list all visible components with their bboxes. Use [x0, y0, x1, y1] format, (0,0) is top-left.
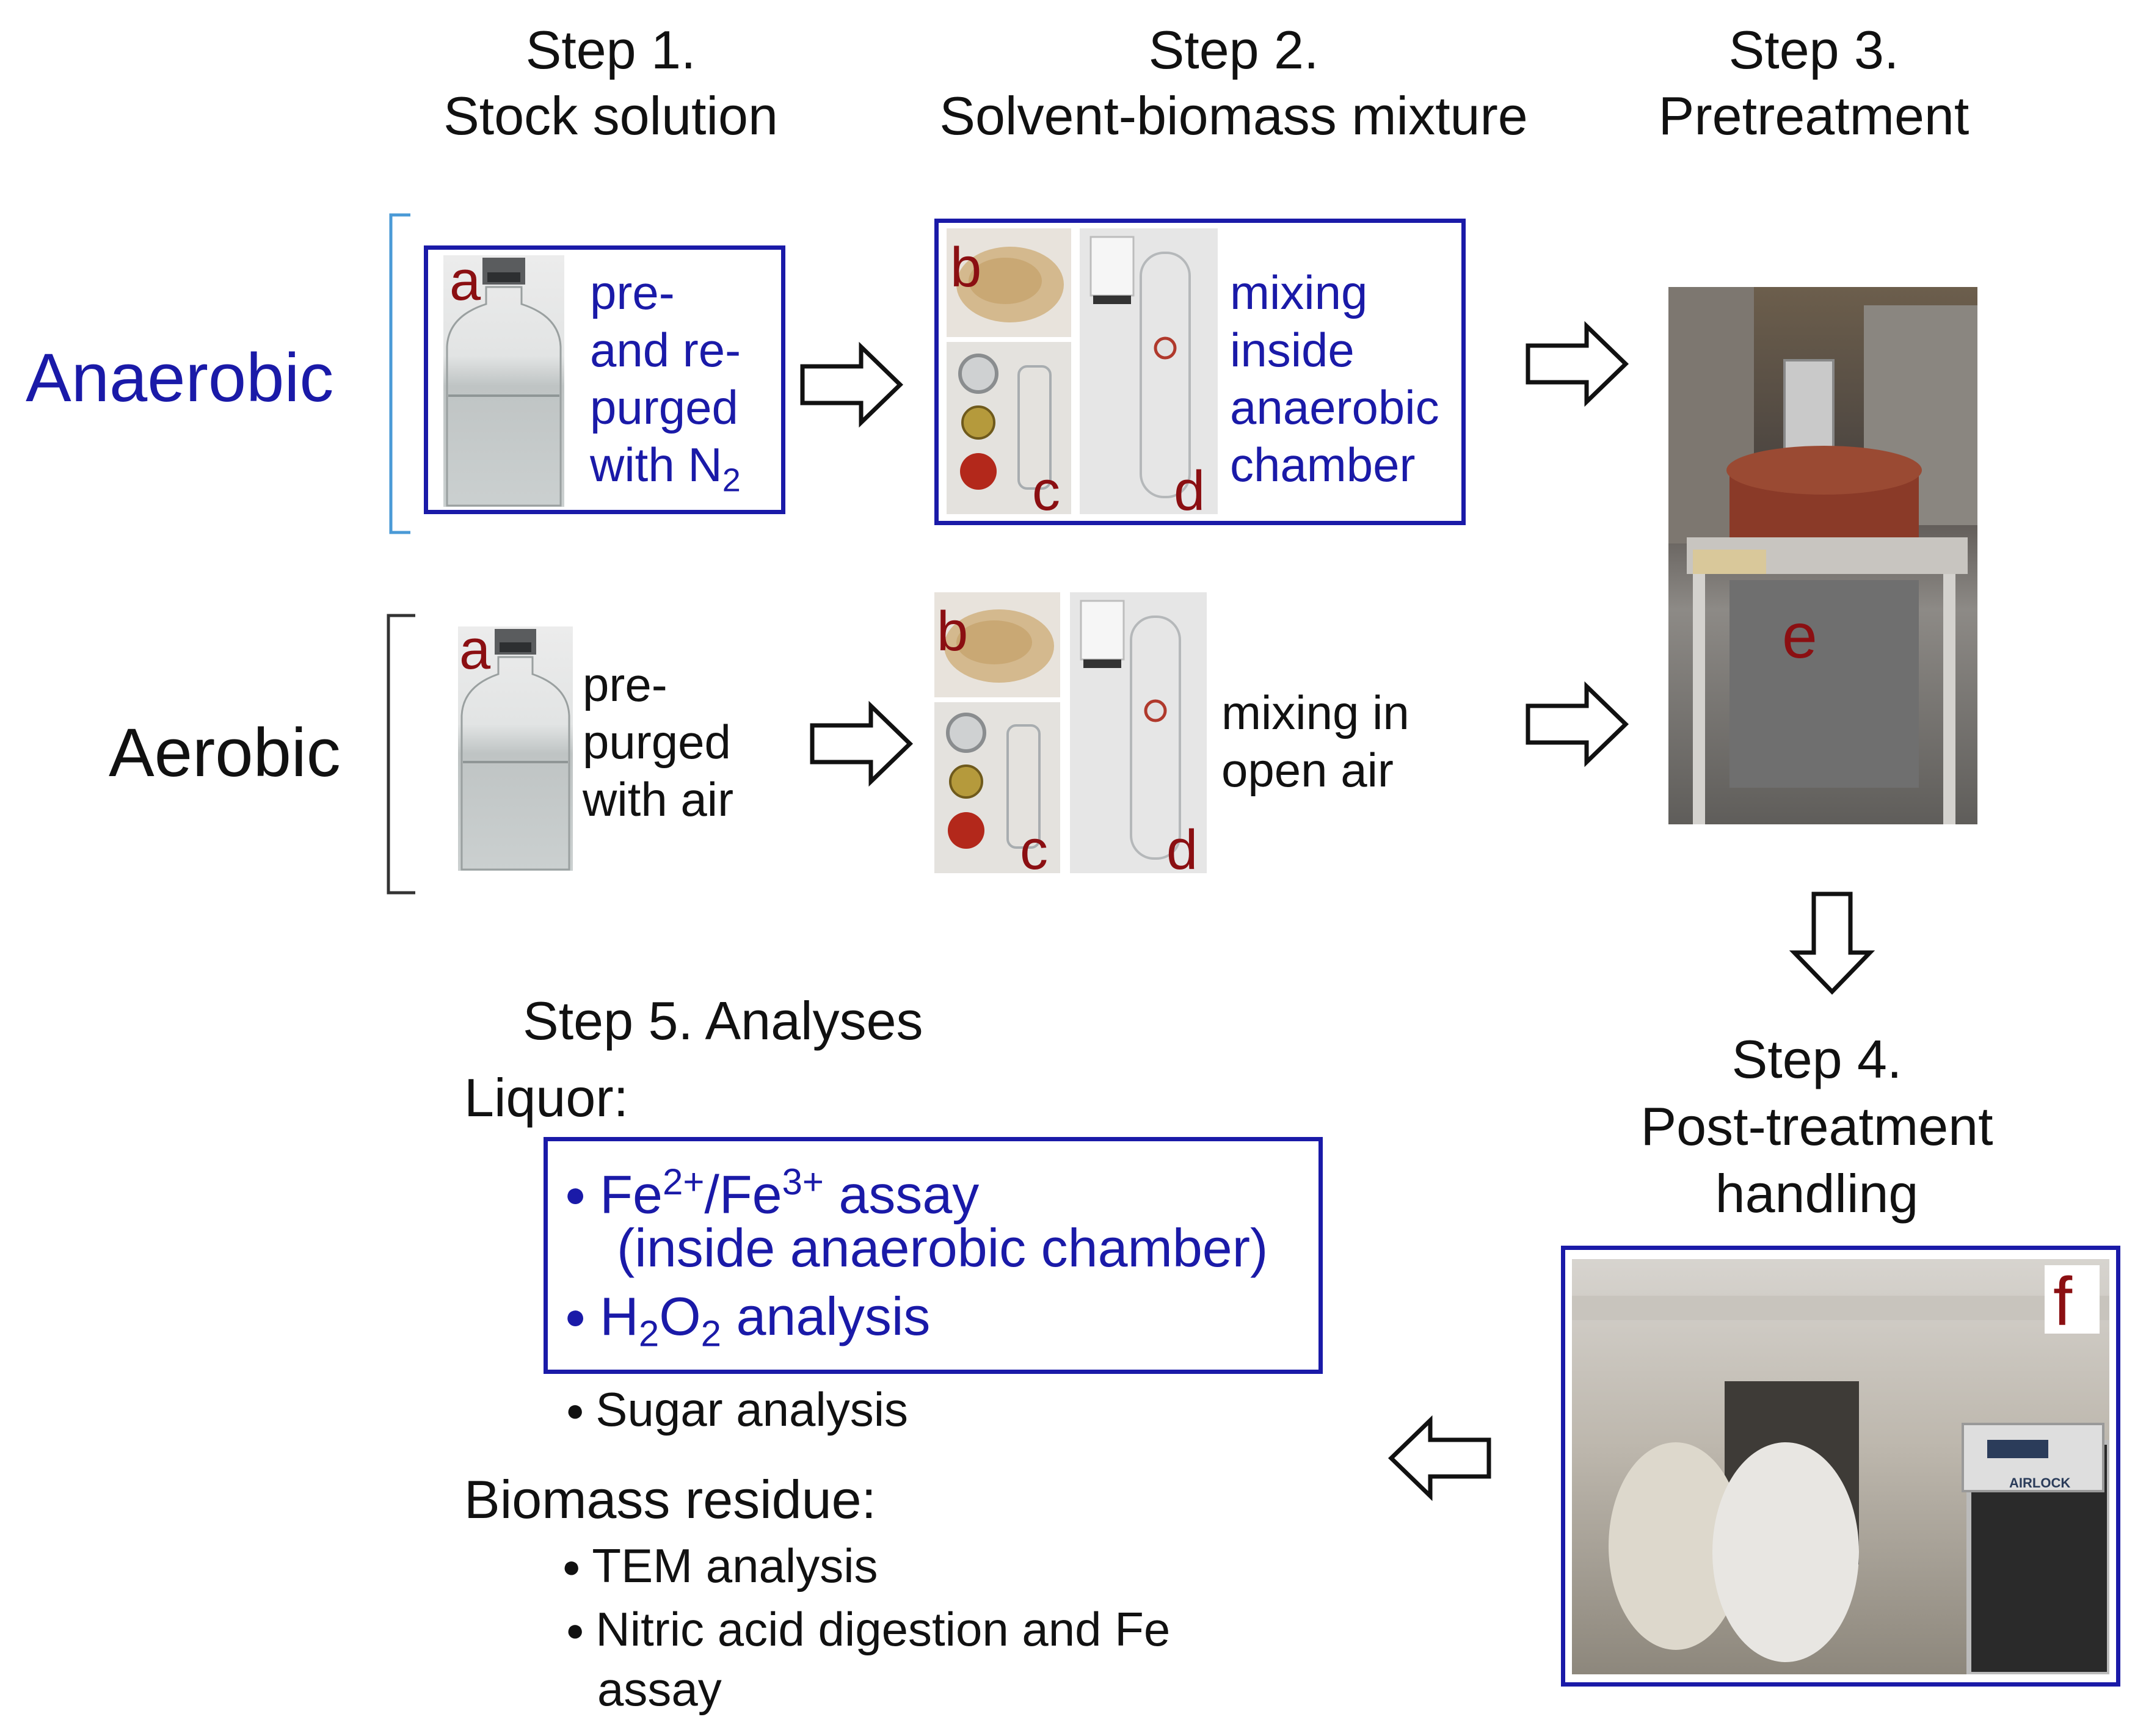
anaerobic-stock-note: pre- and re- purged with N2 [590, 266, 741, 499]
h2o2-analysis-item: ●H2O2 analysis [564, 1286, 931, 1354]
step4-subtitle-1: Post-treatment [1640, 1096, 1993, 1157]
sugar-analysis-item: ●Sugar analysis [566, 1382, 909, 1436]
fe-assay-item: ●Fe2+/Fe3+ assay [564, 1161, 980, 1225]
arrow-right-step1-to-step2-aerobic [810, 700, 914, 787]
tube-photo-aerobic [1070, 592, 1207, 873]
tem-analysis-item: ●TEM analysis [562, 1539, 878, 1593]
photo-label-a-aerobic: a [459, 619, 491, 681]
vial-parts-photo-anaerobic [947, 342, 1071, 514]
photo-label-e: e [1782, 601, 1817, 672]
aerobic-mix-note: mixing in open air [1221, 686, 1409, 797]
biomass-photo-aerobic [934, 592, 1060, 697]
anaerobic-label: Anaerobic [26, 340, 334, 416]
photo-label-f-box [2045, 1265, 2100, 1334]
photo-label-c-anaerobic: c [1032, 460, 1060, 522]
reactor-photo [1668, 287, 1977, 824]
photo-label-c-aerobic: c [1020, 819, 1048, 881]
step1-label: Step 1. [525, 20, 696, 80]
vial-parts-photo-aerobic [934, 702, 1060, 873]
fe-assay-condition: (inside anaerobic chamber) [617, 1218, 1268, 1278]
photo-label-d-anaerobic: d [1174, 460, 1206, 522]
step3-title: Step 3. Pretreatment [1600, 17, 2028, 149]
anaerobic-mix-note: mixing inside anaerobic chamber [1230, 266, 1439, 492]
bottle-photo-aerobic [458, 626, 573, 871]
arrow-left-step4-to-step5 [1388, 1415, 1491, 1502]
airlock-label: AIRLOCK [2009, 1475, 2071, 1491]
biomass-residue-heading: Biomass residue: [464, 1469, 876, 1530]
photo-label-f: f [2053, 1263, 2073, 1340]
step1-subtitle: Stock solution [443, 85, 778, 146]
photo-label-b-anaerobic: b [950, 236, 982, 299]
glovebox-photo [1572, 1259, 2109, 1674]
arrow-down-step3-to-step4 [1789, 892, 1875, 995]
step1-title: Step 1. Stock solution [366, 17, 855, 149]
liquor-boxed-analyses [544, 1137, 1323, 1374]
step2-label: Step 2. [1148, 20, 1319, 80]
arrow-right-step2-to-step3-anaerobic [1526, 321, 1629, 407]
step5-title: Step 5. Analyses [523, 990, 923, 1051]
aerobic-label: Aerobic [109, 714, 341, 791]
photo-label-d-aerobic: d [1166, 819, 1198, 881]
step2-title: Step 2. Solvent-biomass mixture [867, 17, 1600, 149]
tube-photo-anaerobic [1080, 228, 1218, 514]
liquor-heading: Liquor: [464, 1067, 629, 1128]
glovebox-photo-frame [1561, 1246, 2120, 1687]
bottle-photo-anaerobic [443, 255, 564, 507]
nitric-acid-item-continued: assay [597, 1662, 722, 1716]
anaerobic-stock-box [424, 245, 785, 514]
anaerobic-mix-box [934, 219, 1466, 525]
photo-label-b-aerobic: b [937, 600, 969, 663]
aerobic-stock-note: pre- purged with air [583, 658, 734, 826]
photo-label-a-anaerobic: a [449, 250, 481, 312]
biomass-photo-anaerobic [947, 228, 1071, 337]
step4-label: Step 4. [1731, 1029, 1902, 1089]
step4-title: Step 4. Post-treatment handling [1600, 1026, 2034, 1227]
step2-subtitle: Solvent-biomass mixture [939, 85, 1528, 146]
step3-label: Step 3. [1728, 20, 1899, 80]
step3-subtitle: Pretreatment [1658, 85, 1970, 146]
step4-subtitle-2: handling [1715, 1163, 1919, 1224]
arrow-right-step2-to-step3-aerobic [1526, 681, 1629, 768]
arrow-right-step1-to-step2-anaerobic [800, 341, 904, 428]
nitric-acid-item: ●Nitric acid digestion and Fe [566, 1602, 1171, 1656]
